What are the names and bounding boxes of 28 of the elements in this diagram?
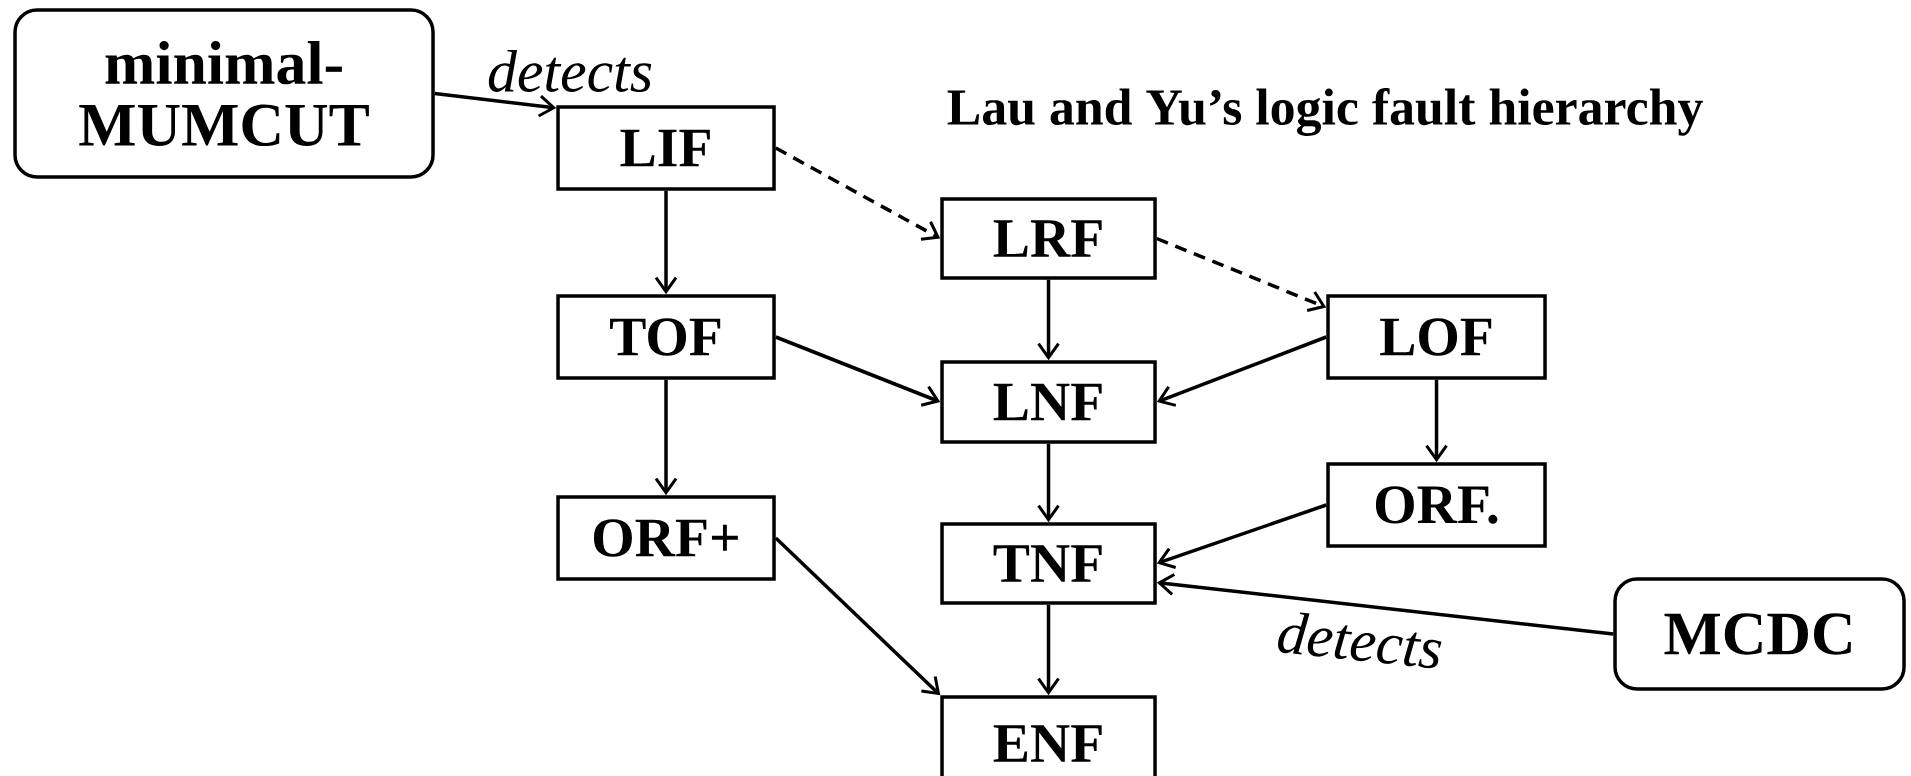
arrow: [1156, 573, 1614, 636]
fault-box: LRF: [940, 197, 1157, 280]
arrow: [1037, 279, 1060, 361]
arrow: [654, 190, 678, 295]
arrow: [654, 379, 678, 496]
title: Lau and Yu’s logic fault hierarchy: [947, 88, 1703, 136]
arrow: [775, 335, 941, 407]
edge-label: detects: [1273, 608, 1447, 672]
arrow: [1037, 443, 1060, 523]
rounded-box: minimal-MUMCUT: [13, 8, 435, 179]
fault-box: ORF+: [556, 495, 776, 581]
fault-box: ENF: [940, 695, 1157, 776]
arrow: [1156, 335, 1327, 407]
arrow: [434, 91, 557, 118]
fault-box: ORF.: [1326, 462, 1547, 548]
fault-box: TOF: [556, 294, 776, 380]
fault-box: LIF: [556, 105, 776, 191]
rounded-box: MCDC: [1613, 577, 1906, 691]
arrow: [774, 146, 941, 241]
fault-box: LOF: [1326, 294, 1547, 380]
edge-label: detects: [485, 47, 655, 95]
arrow: [1156, 503, 1327, 569]
fault-box: LNF: [940, 360, 1157, 444]
arrow: [774, 536, 941, 696]
arrow: [1425, 379, 1448, 463]
arrow: [1156, 236, 1327, 312]
arrow: [1037, 604, 1060, 696]
fault-box: TNF: [940, 522, 1157, 605]
